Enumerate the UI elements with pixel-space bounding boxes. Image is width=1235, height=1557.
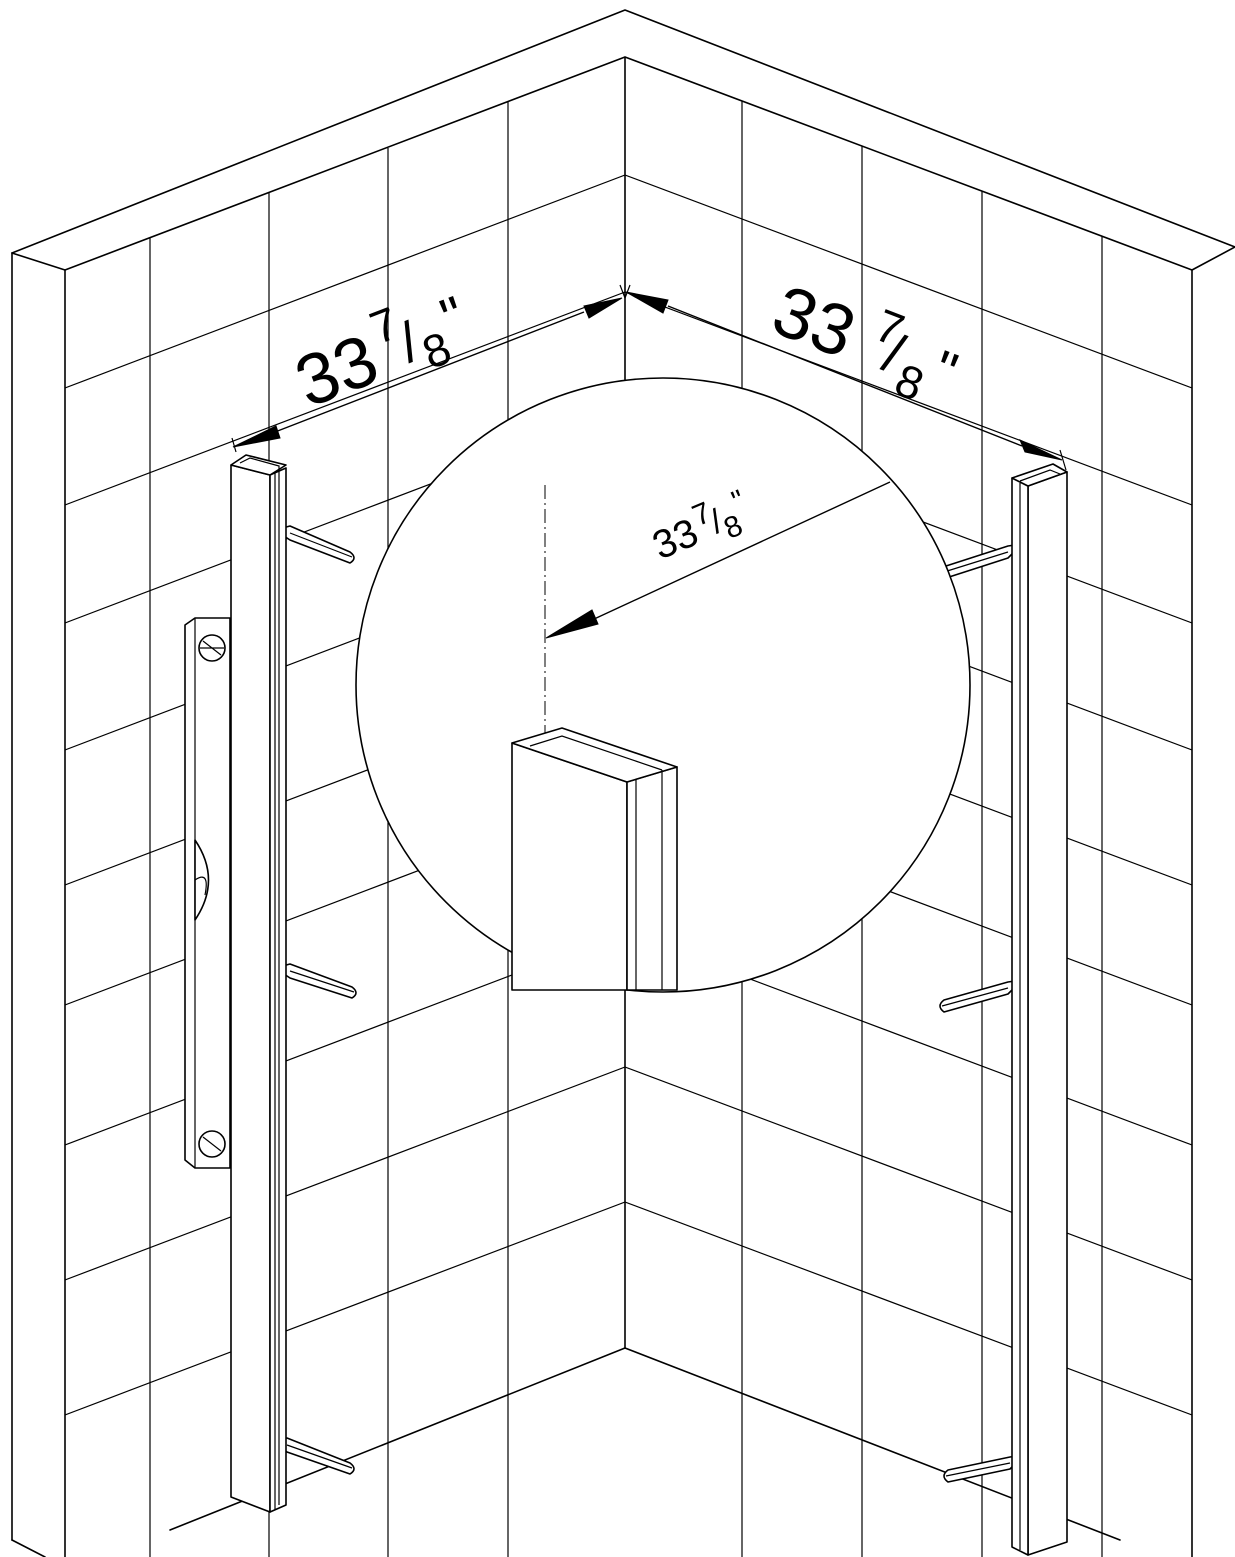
svg-text:": " xyxy=(925,338,966,404)
right-wall-dimension-label: 33 7 / 8 " xyxy=(762,270,966,411)
screw-right-middle xyxy=(939,979,1023,1013)
left-wall-channel xyxy=(230,454,287,1513)
spirit-level xyxy=(184,617,231,1169)
detail-channel xyxy=(511,727,678,991)
screw-left-top xyxy=(274,525,355,564)
svg-text:33: 33 xyxy=(285,320,388,423)
detail-dimension-line xyxy=(545,481,891,639)
left-wall-dimension-label: 33 7 / 8 " xyxy=(285,284,473,423)
screw-right-bottom xyxy=(943,1454,1025,1483)
screw-left-bottom xyxy=(271,1437,355,1475)
left-wall-dimension-line xyxy=(231,284,631,453)
svg-text:33: 33 xyxy=(762,270,865,373)
detail-circle: 33 7 / 8 " xyxy=(355,377,971,993)
screw-left-middle xyxy=(274,963,357,999)
right-wall-dimension-line xyxy=(625,291,1067,471)
right-wall-channel xyxy=(1011,463,1068,1556)
